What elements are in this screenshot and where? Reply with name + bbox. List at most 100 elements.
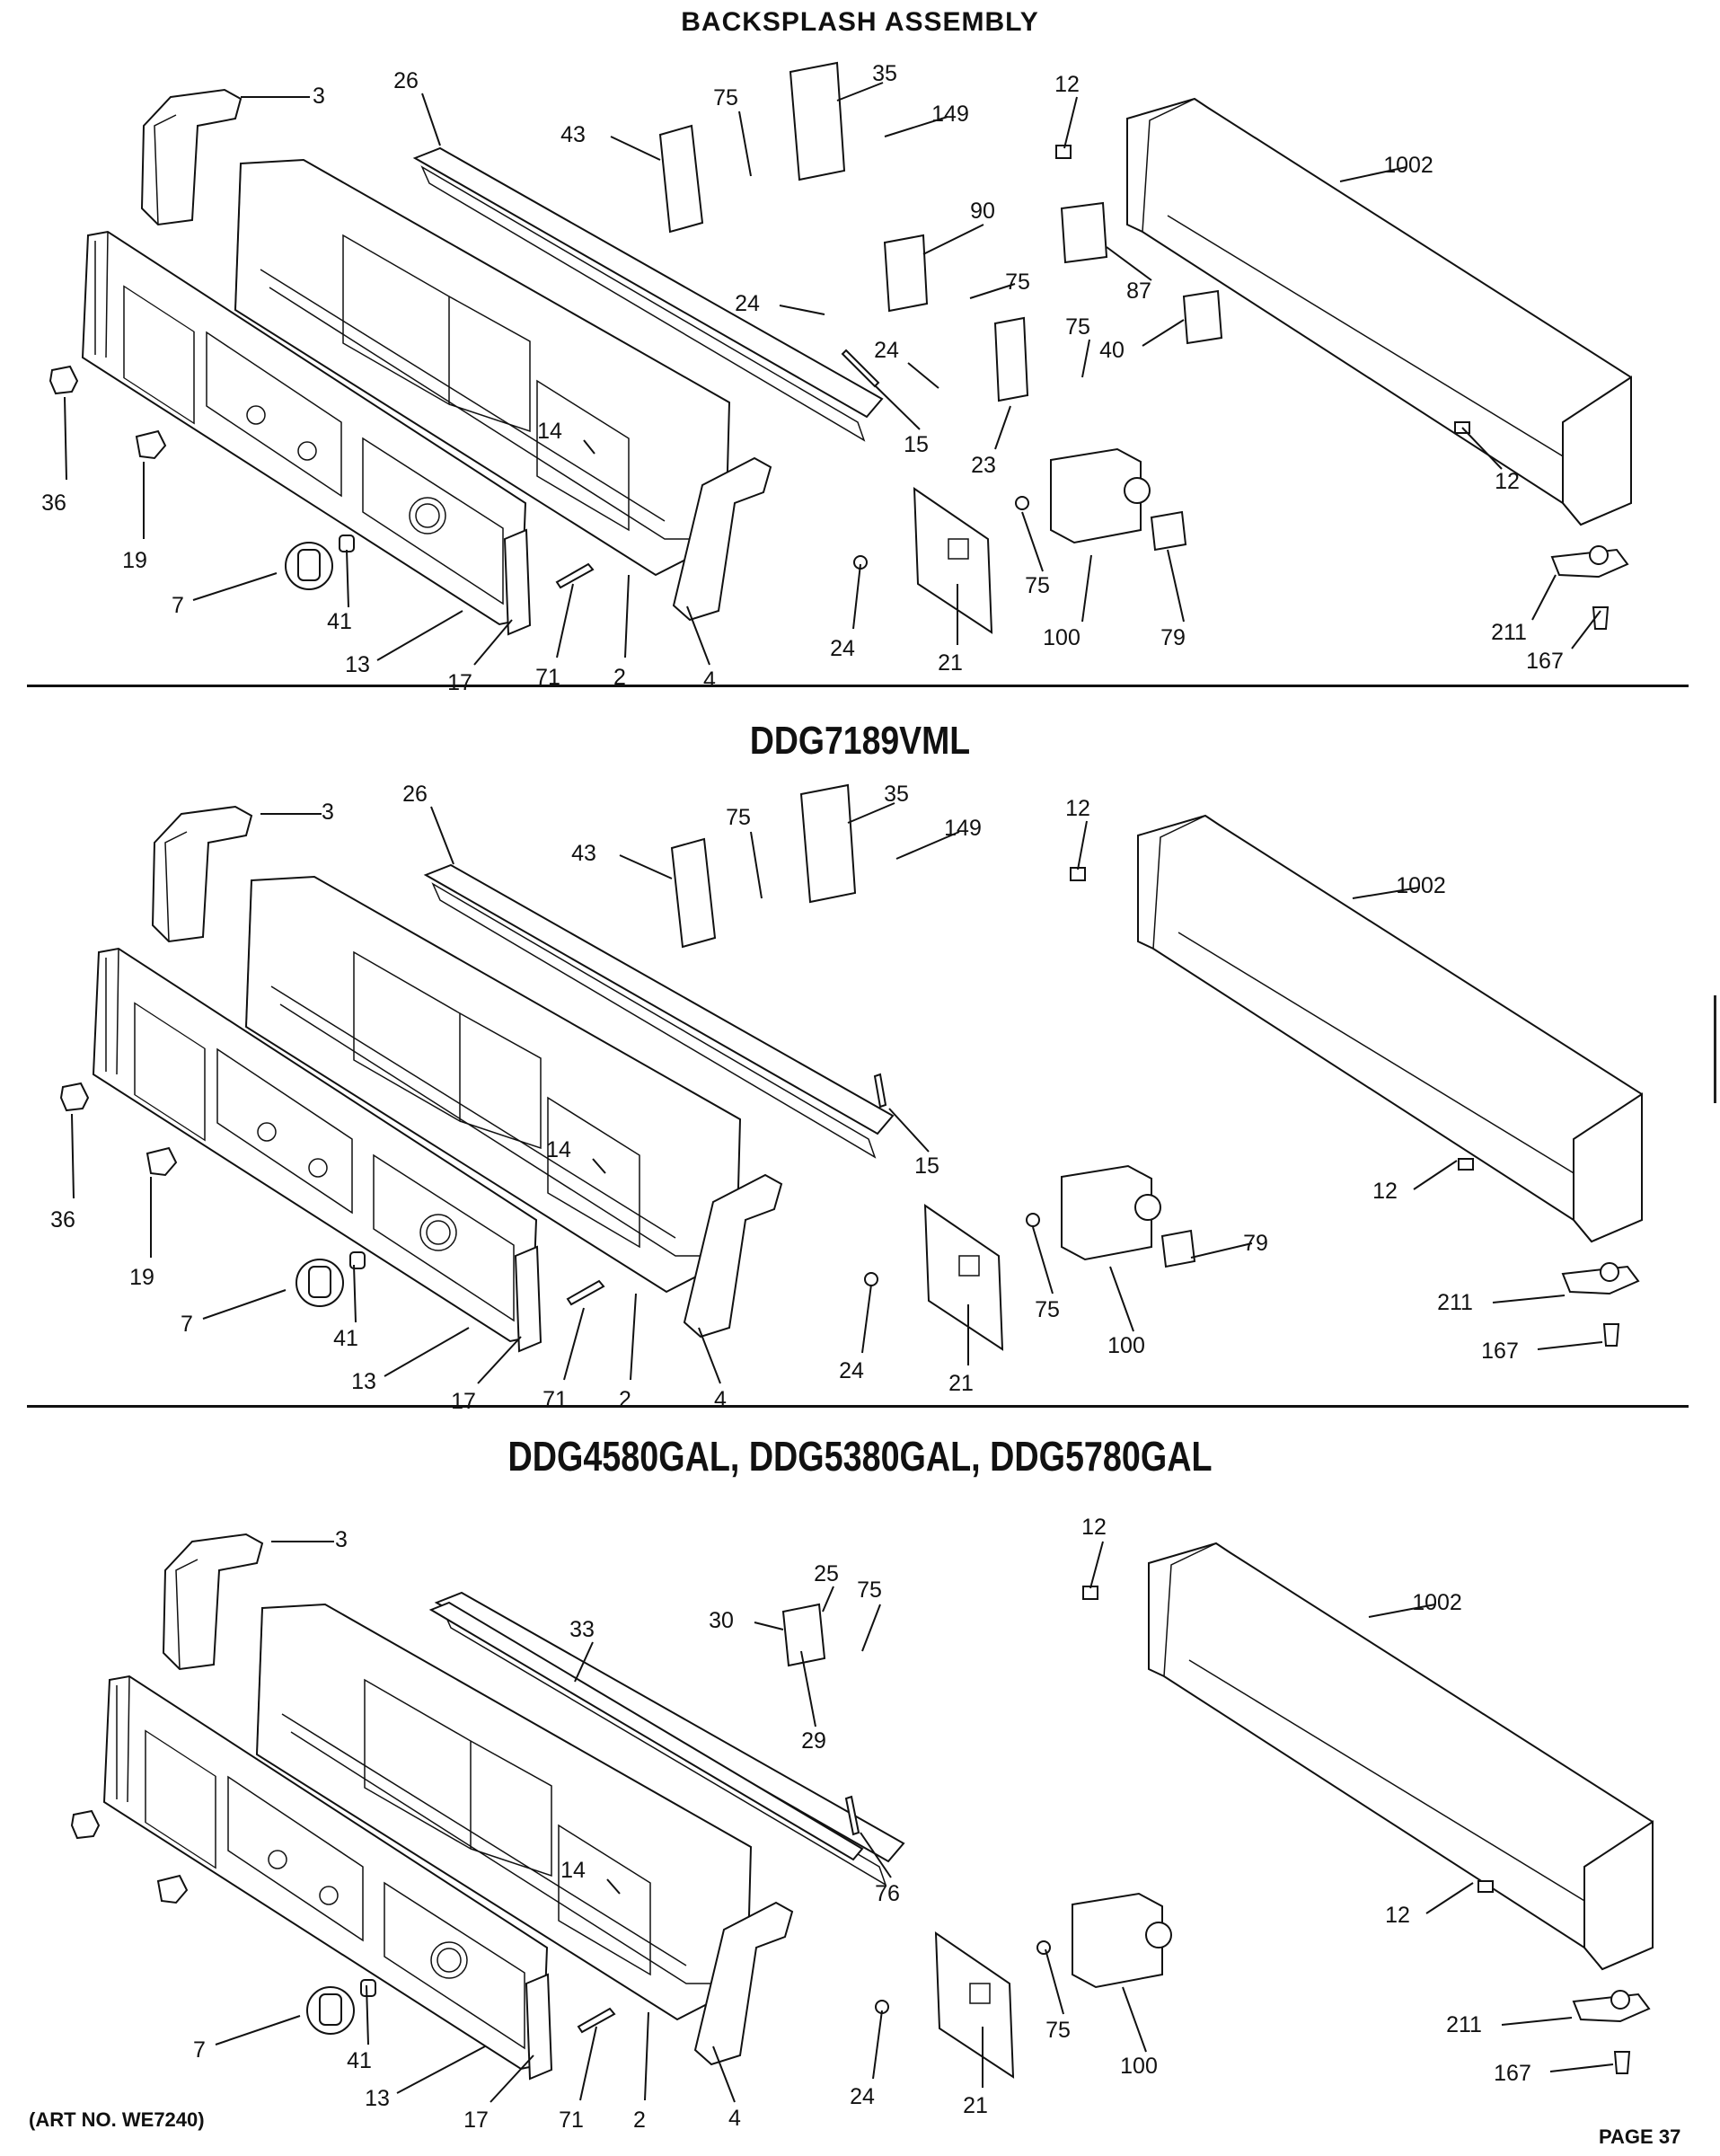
leader-line xyxy=(698,1327,721,1384)
part-number-19: 19 xyxy=(129,1265,154,1290)
part-number-17: 17 xyxy=(447,670,472,695)
leader-line xyxy=(376,610,463,661)
part-number-24: 24 xyxy=(830,636,855,661)
part-number-71: 71 xyxy=(559,2107,584,2133)
section-title-model-2: DDG4580GAL, DDG5380GAL, DDG5780GAL xyxy=(507,1433,1213,1480)
part-number-14: 14 xyxy=(537,419,562,444)
part-number-41: 41 xyxy=(347,2048,372,2073)
part-number-149: 149 xyxy=(931,102,969,127)
leader-line xyxy=(1571,610,1601,649)
part-number-211: 211 xyxy=(1491,620,1527,645)
leader-line xyxy=(779,305,825,315)
part-number-100: 100 xyxy=(1107,1333,1145,1358)
part-number-21: 21 xyxy=(938,650,963,676)
part-number-90: 90 xyxy=(970,199,995,224)
part-number-15: 15 xyxy=(904,432,929,457)
part-number-3: 3 xyxy=(322,800,334,825)
leader-line xyxy=(574,1641,594,1683)
part-number-14: 14 xyxy=(560,1858,586,1883)
leader-line xyxy=(1531,574,1557,621)
part-number-43: 43 xyxy=(560,122,586,147)
leader-line xyxy=(592,1158,606,1174)
part-number-12: 12 xyxy=(1495,469,1520,494)
part-number-75: 75 xyxy=(857,1577,882,1603)
leader-line xyxy=(1045,1948,1064,2015)
leader-line xyxy=(396,2046,486,2094)
part-number-1002: 1002 xyxy=(1396,873,1446,898)
section-title-model-1: DDG7189VML xyxy=(749,719,971,763)
leader-line xyxy=(1549,2063,1614,2072)
leader-line xyxy=(490,2054,534,2103)
leader-line xyxy=(1081,339,1090,378)
part-number-75: 75 xyxy=(1045,2018,1071,2043)
part-number-7: 7 xyxy=(181,1312,193,1337)
part-number-17: 17 xyxy=(451,1389,476,1414)
part-number-167: 167 xyxy=(1481,1339,1519,1364)
leader-line xyxy=(994,405,1011,450)
part-number-75: 75 xyxy=(1065,314,1090,340)
leader-line xyxy=(384,1327,470,1377)
part-number-3: 3 xyxy=(313,84,325,109)
leader-line xyxy=(712,2046,736,2103)
leader-line xyxy=(822,1586,834,1613)
part-number-2: 2 xyxy=(619,1387,631,1412)
section-divider xyxy=(27,685,1689,687)
leader-line xyxy=(1032,1226,1054,1294)
leader-line xyxy=(71,1113,75,1199)
part-number-75: 75 xyxy=(726,805,751,830)
leader-line xyxy=(1339,166,1407,182)
part-number-12: 12 xyxy=(1081,1515,1107,1540)
part-number-13: 13 xyxy=(345,652,370,677)
leader-line xyxy=(861,1604,881,1652)
leader-line xyxy=(686,605,710,666)
part-number-36: 36 xyxy=(50,1207,75,1233)
section-divider xyxy=(27,1405,1689,1408)
part-number-26: 26 xyxy=(393,68,419,93)
part-number-2: 2 xyxy=(613,665,626,690)
part-number-167: 167 xyxy=(1526,649,1564,674)
leader-line xyxy=(563,1307,585,1381)
leader-line xyxy=(969,283,1016,299)
part-number-100: 100 xyxy=(1043,625,1081,650)
part-number-14: 14 xyxy=(546,1137,571,1162)
part-number-71: 71 xyxy=(542,1387,568,1412)
leader-line xyxy=(872,2010,883,2080)
leader-line xyxy=(861,1284,872,1354)
part-number-75: 75 xyxy=(1005,270,1030,295)
part-number-87: 87 xyxy=(1126,278,1151,304)
part-number-1002: 1002 xyxy=(1412,1590,1462,1615)
part-number-12: 12 xyxy=(1054,72,1080,97)
leader-line xyxy=(215,2015,301,2046)
section-title-backsplash-assembly: BACKSPLASH ASSEMBLY xyxy=(681,7,1039,37)
leader-line xyxy=(888,1108,930,1153)
leader-line xyxy=(1063,96,1078,149)
part-number-43: 43 xyxy=(571,841,596,866)
part-number-12: 12 xyxy=(1065,796,1090,821)
leader-line xyxy=(630,1293,637,1381)
part-number-4: 4 xyxy=(703,667,716,693)
part-number-3: 3 xyxy=(335,1527,348,1552)
part-number-12: 12 xyxy=(1372,1179,1398,1204)
leader-line xyxy=(624,574,630,658)
part-number-2: 2 xyxy=(633,2107,646,2133)
leader-line xyxy=(800,1650,816,1727)
leader-line xyxy=(1077,820,1088,870)
part-number-13: 13 xyxy=(351,1369,376,1394)
part-number-12: 12 xyxy=(1385,1903,1410,1928)
part-number-71: 71 xyxy=(535,665,560,690)
leader-line xyxy=(1109,1266,1134,1332)
section-2-switch-parts xyxy=(670,783,1474,1268)
leader-line xyxy=(610,136,661,161)
part-number-100: 100 xyxy=(1120,2054,1158,2079)
part-number-149: 149 xyxy=(944,816,982,841)
part-number-13: 13 xyxy=(365,2086,390,2111)
part-number-7: 7 xyxy=(172,593,184,618)
part-number-41: 41 xyxy=(333,1326,358,1351)
part-number-35: 35 xyxy=(884,782,909,807)
leader-line xyxy=(1425,1882,1474,1914)
part-number-24: 24 xyxy=(839,1358,864,1383)
part-number-4: 4 xyxy=(728,2106,741,2131)
leader-line xyxy=(1190,1242,1253,1259)
